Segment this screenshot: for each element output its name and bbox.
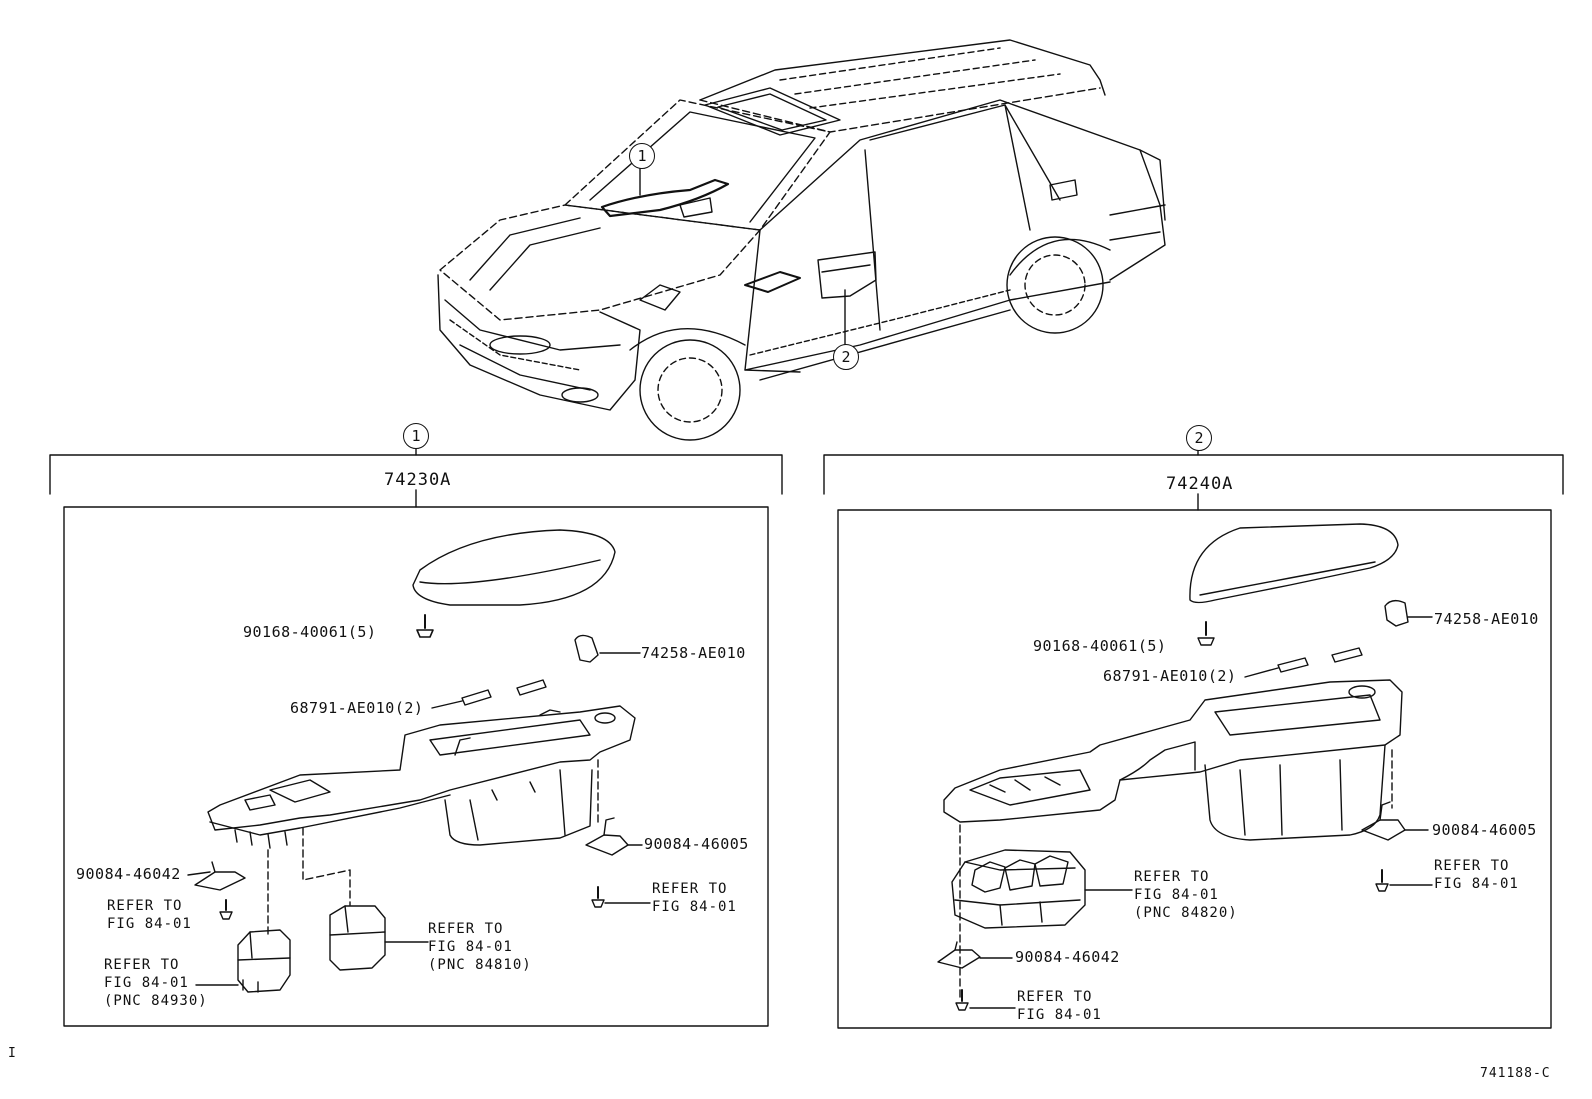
left-parts <box>187 529 651 993</box>
left-bracket-right-label: 90084-46005 <box>644 835 749 853</box>
callout-2-section: 2 <box>1186 425 1212 451</box>
right-refer-b: REFER TO FIG 84-01 (PNC 84820) <box>1134 869 1238 921</box>
left-bracket-left-label: 90084-46042 <box>76 865 181 883</box>
right-parts <box>937 523 1433 1011</box>
right-pin-label: 68791-AE010(2) <box>1103 667 1237 685</box>
figure-code: 741188-C <box>1480 1066 1551 1081</box>
left-pin-label: 68791-AE010(2) <box>290 699 424 717</box>
left-refer-c: REFER TO FIG 84-01 (PNC 84930) <box>104 957 208 1009</box>
right-bracket-right-label: 90084-46005 <box>1432 821 1537 839</box>
minivan-illustration <box>437 39 1166 441</box>
left-refer-a: REFER TO FIG 84-01 <box>652 881 737 915</box>
left-assembly-number: 74230A <box>384 470 452 490</box>
callout-1-car: 1 <box>629 143 655 169</box>
right-bracket-bottom-label: 90084-46042 <box>1015 948 1120 966</box>
left-refer-d: REFER TO FIG 84-01 (PNC 84810) <box>428 921 532 973</box>
callout-2-car: 2 <box>833 344 859 370</box>
right-clip-label: 74258-AE010 <box>1434 610 1539 628</box>
left-refer-b: REFER TO FIG 84-01 <box>107 898 192 932</box>
right-panel-frame <box>837 509 1552 1029</box>
right-assembly-number: 74240A <box>1166 474 1234 494</box>
right-assembly-bracket <box>823 454 1564 495</box>
right-screw-label: 90168-40061(5) <box>1033 637 1167 655</box>
left-clip-label: 74258-AE010 <box>641 644 746 662</box>
left-screw-label: 90168-40061(5) <box>243 623 377 641</box>
right-refer-c: REFER TO FIG 84-01 <box>1017 989 1102 1023</box>
left-panel-frame <box>63 506 769 1027</box>
page-marker: I <box>8 1046 17 1061</box>
right-refer-a: REFER TO FIG 84-01 <box>1434 858 1519 892</box>
callout-1-section: 1 <box>403 423 429 449</box>
